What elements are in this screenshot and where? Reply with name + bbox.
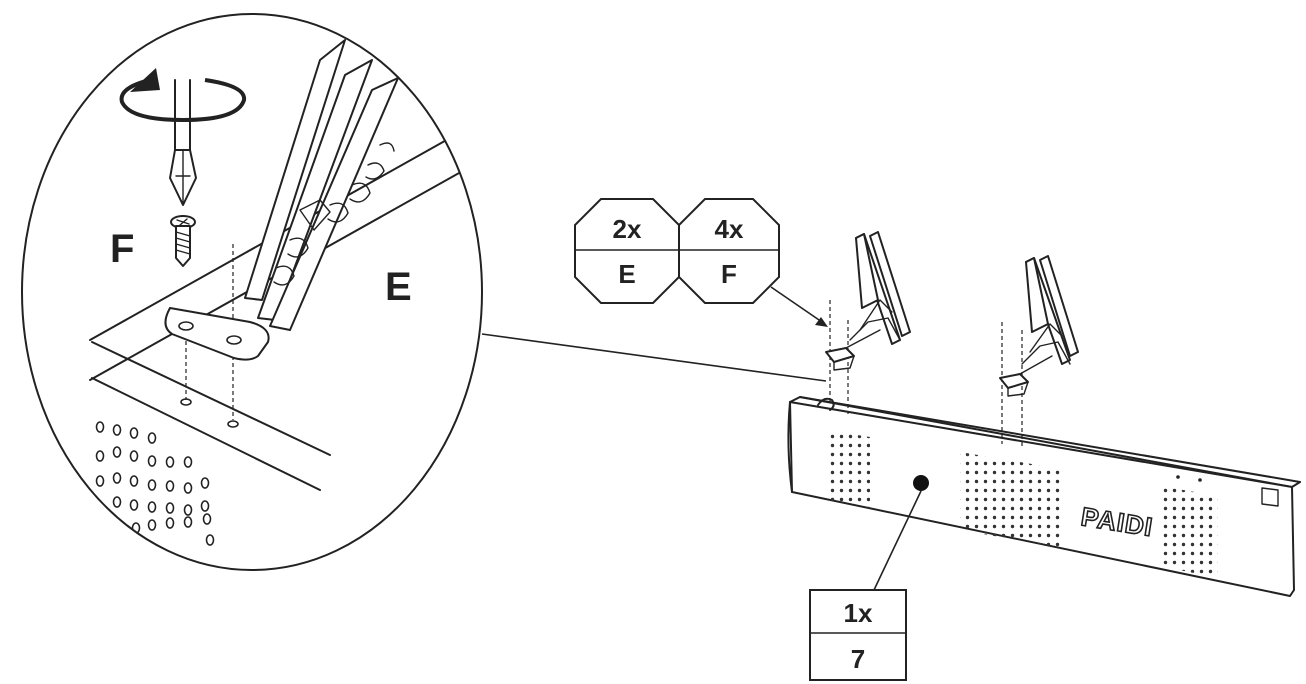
part-e-qty: 2x [613,214,642,244]
detail-zoom-view: F E [21,13,483,571]
vent-holes-left [826,430,870,508]
vent-holes-center [960,452,1062,548]
part-badge-e: 2x E [574,198,680,304]
leader-arrow-head [815,317,828,327]
board-edge-line [91,377,321,491]
hinge-arm-detail [164,39,399,361]
label-hinge-e: E [385,265,412,309]
rotation-arrow-icon [119,68,247,123]
part-f-qty: 4x [715,214,744,244]
part-badge-f: 4x F [678,198,780,304]
screw-hole [227,420,239,428]
label-screw-f: F [110,227,134,271]
part-7-qty: 1x [844,598,873,628]
screw-icon [170,215,196,267]
part-7-id: 7 [851,644,865,674]
parts-callout: 2x E 4x F [574,198,828,327]
part-f-id: F [721,259,737,289]
hinge-right [999,255,1079,397]
part-badge-7: 1x 7 [809,490,922,681]
board-edge-line [91,341,331,456]
board-marker-dot [913,475,929,491]
screwdriver-icon [169,79,197,206]
part-e-id: E [618,259,635,289]
detail-connector-line [481,333,827,382]
board-panel: PAIDI [787,300,1301,597]
vent-holes-right [1160,486,1218,578]
hinge-left [825,231,911,371]
